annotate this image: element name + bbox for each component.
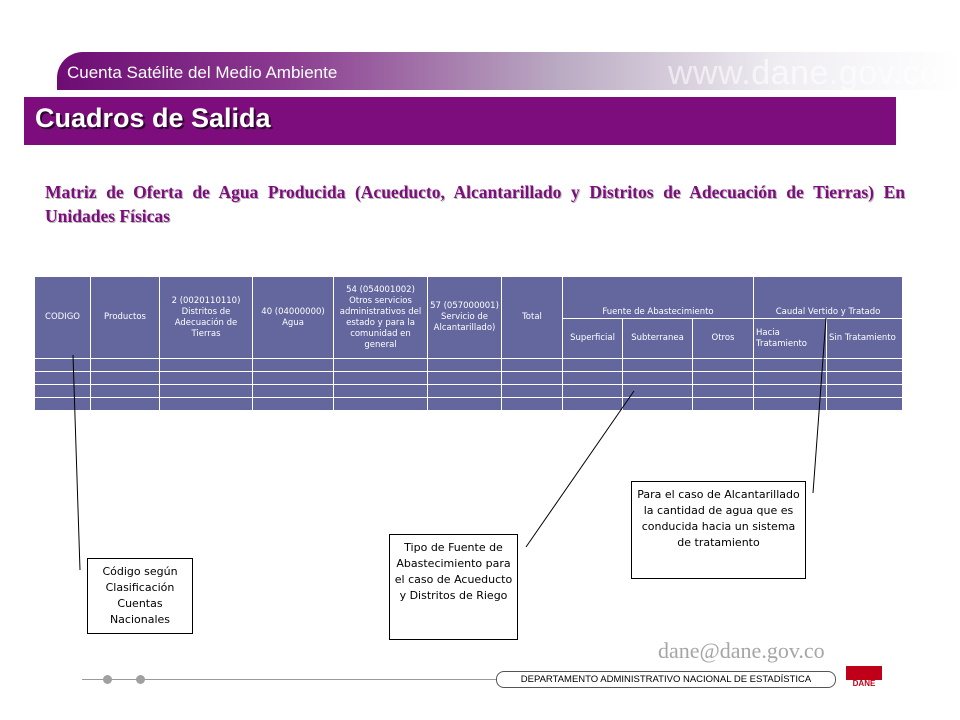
header-caudal-vertido: Caudal Vertido y Tratado (753, 276, 904, 319)
header-codigo: CODIGO (34, 276, 91, 359)
dane-logo: DANE (846, 666, 882, 688)
footer-dot (136, 675, 145, 684)
supply-matrix-table: CODIGO Productos 2 (0020110110) Distrito… (34, 276, 904, 411)
contact-email: dane@dane.gov.co (658, 638, 825, 663)
callout-alcantarillado: Para el caso de Alcantarillado la cantid… (631, 481, 806, 579)
matrix-heading: Matriz de Oferta de Agua Producida (Acue… (45, 182, 905, 226)
header-hacia-tratamiento: Hacia Tratamiento (753, 318, 828, 359)
header-otros: Otros (691, 318, 755, 359)
title-bar (24, 97, 896, 145)
header-gradient-band (57, 52, 960, 90)
header-subtitle: Cuenta Satélite del Medio Ambiente (67, 63, 338, 82)
header-productos: Productos (90, 276, 160, 359)
department-label: DEPARTAMENTO ADMINISTRATIVO NACIONAL DE … (496, 671, 836, 688)
footer-divider (82, 679, 834, 680)
table-row (34, 384, 904, 398)
header-superficial: Superficial (562, 318, 623, 359)
footer-dot (103, 675, 112, 684)
page-title: Cuadros de Salida (35, 103, 271, 133)
table-row (34, 397, 904, 411)
header-sin-tratamiento: Sin Tratamiento (826, 318, 904, 359)
dane-logo-text: DANE (852, 679, 876, 688)
connector-fuente (525, 390, 635, 548)
dane-logo-mark (846, 666, 882, 680)
header-agua: 40 (04000000) Agua (252, 276, 334, 359)
header-fuente-abastecimiento: Fuente de Abastecimiento (561, 276, 755, 319)
callout-codigo: Código según Clasificación Cuentas Nacio… (87, 558, 193, 634)
callout-fuente: Tipo de Fuente de Abastecimiento para el… (389, 534, 518, 640)
connector-alcantarillado (812, 317, 827, 494)
connector-codigo (72, 354, 81, 571)
table-row (34, 371, 904, 385)
website-url-watermark: www.dane.gov.co (668, 54, 940, 92)
